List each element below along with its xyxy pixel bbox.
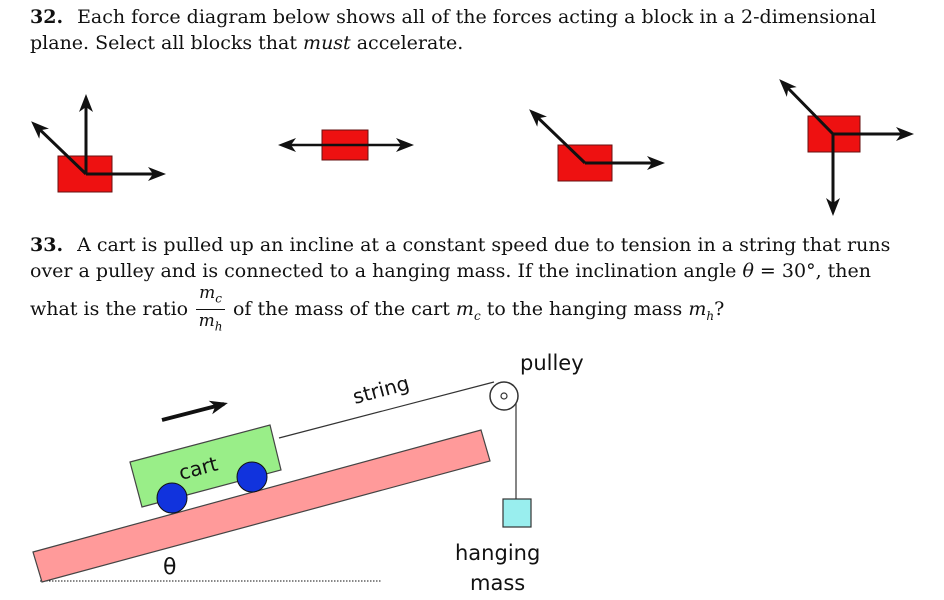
- question-32-must: must: [303, 32, 351, 54]
- question-32-line2-a: plane. Select all blocks that: [30, 32, 304, 54]
- question-33-text: 33. A cart is pulled up an incline at a c…: [30, 232, 920, 336]
- motion-arrow: [161, 400, 228, 422]
- question-33-ratio-pre: what is the ratio: [30, 297, 189, 320]
- question-32-line2-b: accelerate.: [350, 32, 464, 54]
- theta-symbol: θ: [742, 260, 754, 282]
- question-33-line2-b: = 30°, then: [753, 260, 871, 282]
- hanging-label-line2: mass: [470, 571, 525, 595]
- force-diagram-3[interactable]: [529, 109, 665, 182]
- cart-wheel-back: [156, 482, 188, 514]
- pulley-axle: [500, 392, 508, 400]
- question-33-ratio-mid: of the mass of the cart: [232, 297, 456, 320]
- string-label: string: [350, 371, 412, 409]
- force-arrow-upleft-4: [779, 79, 835, 136]
- incline-diagram: cart string pulley θ hanging mass: [32, 351, 584, 595]
- fraction-numerator: m: [199, 283, 216, 303]
- force-diagram-1[interactable]: [31, 94, 166, 193]
- fraction-denominator: m: [198, 311, 215, 332]
- cart-wheel-front: [236, 461, 268, 493]
- incline-ramp: [32, 429, 491, 583]
- string-line: [278, 381, 495, 439]
- cart-mass-symbol: mc: [455, 297, 481, 323]
- pulley-label: pulley: [520, 351, 584, 375]
- question-33-ratio-mid2: to the hanging mass: [480, 297, 689, 320]
- question-33-line1: A cart is pulled up an incline at a cons…: [77, 234, 891, 256]
- theta-label: θ: [163, 555, 176, 580]
- question-32-text: 32. Each force diagram below shows all of…: [30, 4, 920, 56]
- question-33-number: 33.: [30, 234, 64, 256]
- force-arrow-upleft-3: [529, 109, 587, 165]
- question-33-ratio-end: ?: [714, 297, 725, 320]
- force-diagram-2[interactable]: [278, 129, 414, 161]
- question-33-line2-a: over a pulley and is connected to a hang…: [30, 260, 743, 282]
- hanging-mass-box: [502, 498, 532, 528]
- hanging-label-line1: hanging: [455, 541, 540, 565]
- question-32-number: 32.: [30, 6, 64, 28]
- fraction-denominator-sub: h: [214, 319, 223, 334]
- fraction-numerator-sub: c: [215, 291, 222, 306]
- hanging-mass-symbol: mh: [688, 297, 715, 323]
- force-arrow-upleft-1: [31, 121, 88, 176]
- force-diagram-4[interactable]: [779, 79, 914, 216]
- question-32-line1: Each force diagram below shows all of th…: [77, 6, 877, 28]
